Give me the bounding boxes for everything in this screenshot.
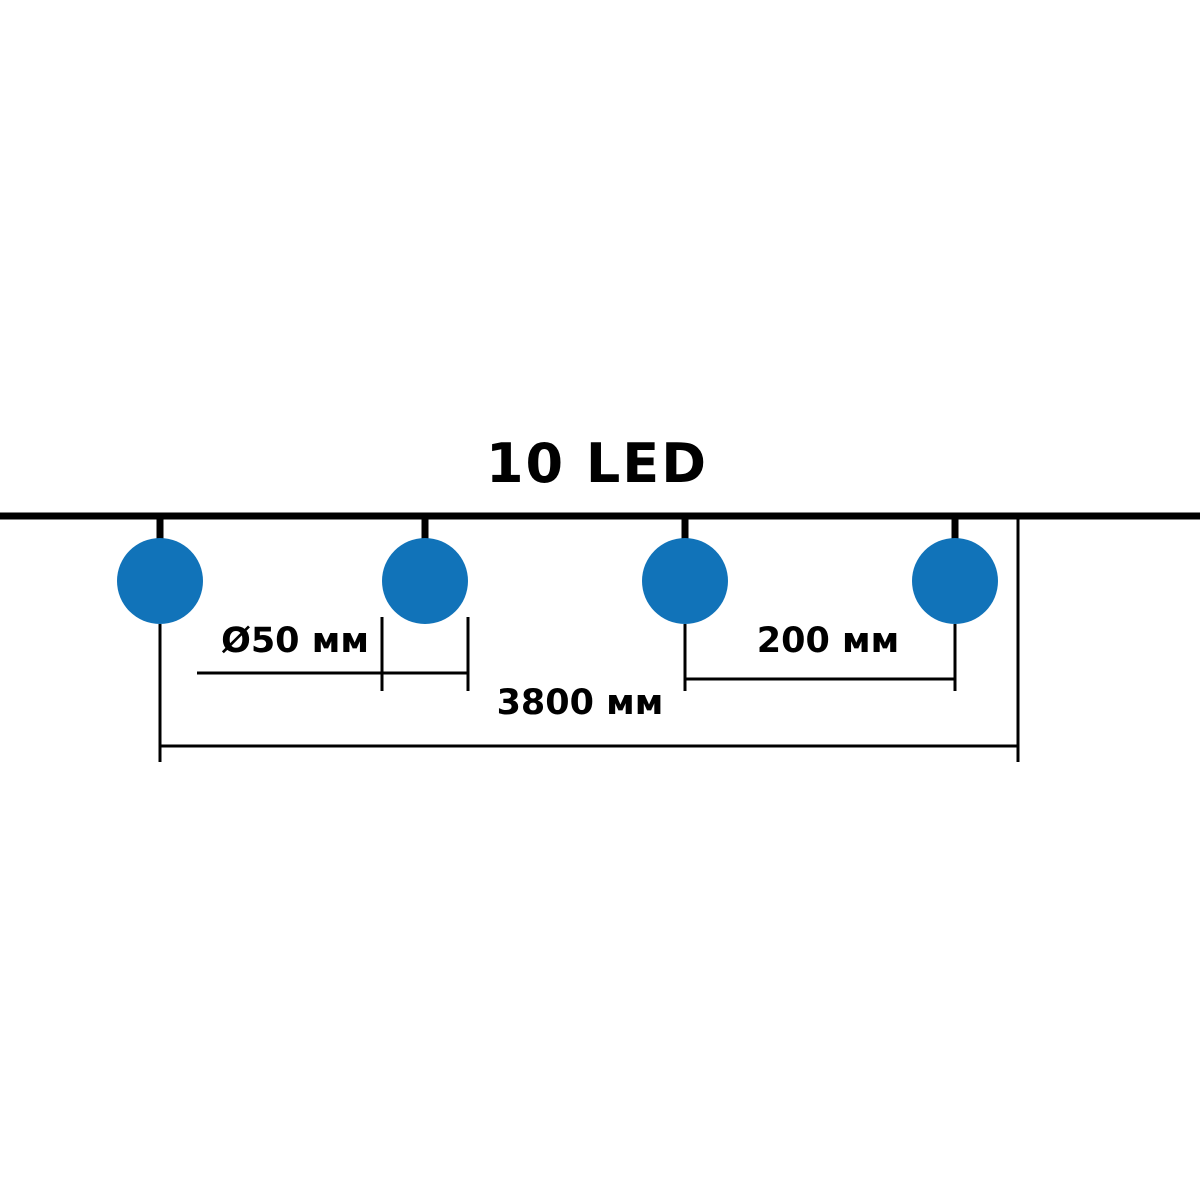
length-dim-label: 3800 мм <box>497 683 664 723</box>
led-bulb-4 <box>912 538 998 624</box>
diameter-dim-label: Ø50 мм <box>221 621 369 661</box>
led-bulb-1 <box>117 538 203 624</box>
led-bulb-3 <box>642 538 728 624</box>
spacing-dim-label: 200 мм <box>757 621 899 661</box>
led-bulb-2 <box>382 538 468 624</box>
diagram-title: 10 LED <box>486 432 708 495</box>
